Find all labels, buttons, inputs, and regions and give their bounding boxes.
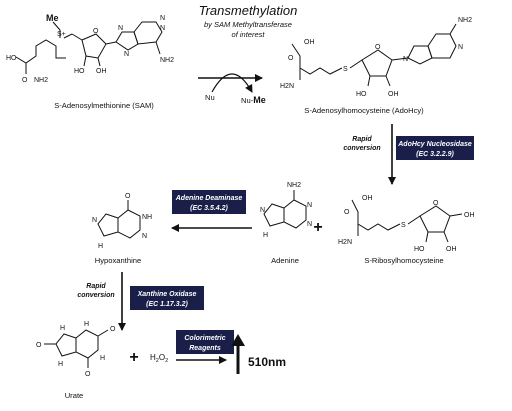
h2o2-label: H2O2	[150, 353, 168, 364]
h2o2-sub2: 2	[165, 358, 168, 364]
ribosyl-label: S-Ribosylhomocysteine	[364, 256, 443, 265]
adohcy-oh-atom: OH	[304, 39, 315, 46]
adohcy-h2n-atom: H2N	[280, 83, 294, 90]
nu-me-label: Nu-Me	[241, 95, 266, 105]
urate-h2-atom: H	[84, 321, 89, 328]
oxidase-line1: Xanthine Oxidase	[137, 291, 197, 298]
plus-1: +	[313, 219, 322, 236]
ribosyl-ho-atom: HO	[414, 246, 425, 253]
adohcy-structure	[291, 23, 457, 87]
rapid-2-line2: conversion	[77, 292, 114, 299]
adenine-structure	[263, 190, 307, 229]
sam-oh-atom: OH	[96, 68, 107, 75]
nucleosidase-line2: (EC 3.2.2.9)	[416, 151, 454, 158]
adohcy-n2-atom: N	[458, 44, 463, 51]
ribosyl-s-atom: S	[401, 222, 406, 229]
ribosyl-structure	[351, 199, 463, 243]
hypoxanthine-o-atom: O	[125, 193, 131, 200]
sam-n4-atom: N	[160, 15, 165, 22]
urate-h3-atom: H	[58, 361, 63, 368]
ribosyl-oh3-atom: OH	[446, 246, 457, 253]
ribosyl-oh-atom: OH	[362, 195, 373, 202]
deaminase-box	[172, 190, 246, 214]
urate-o3-atom: O	[85, 371, 91, 378]
rapid-1-line2: conversion	[343, 145, 380, 152]
hypoxanthine-h-atom: H	[98, 243, 103, 250]
deaminase-line1: Adenine Deaminase	[175, 195, 243, 202]
adenine-n2-atom: N	[307, 202, 312, 209]
hypoxanthine-label: Hypoxanthine	[95, 256, 141, 265]
h2o2-o: O	[159, 353, 165, 362]
readout-label: 510nm	[248, 355, 286, 369]
sam-structure	[15, 21, 163, 74]
header-subtitle-1: by SAM Methyltransferase	[204, 20, 292, 29]
h2o2-sub1: 2	[156, 358, 159, 364]
oxidase-line2: (EC 1.17.3.2)	[146, 301, 188, 308]
hypoxanthine-nh-atom: NH	[142, 214, 152, 221]
sam-o-atom: O	[22, 77, 28, 84]
urate-label: Urate	[65, 391, 84, 400]
adohcy-ho-atom: HO	[356, 91, 367, 98]
adohcy-s-atom: S	[343, 66, 348, 73]
nu-me-suffix: Me	[253, 95, 266, 105]
nu-label: Nu	[205, 93, 215, 102]
colorimetric-box	[176, 330, 234, 354]
sam-me-label: Me	[46, 13, 59, 23]
hypoxanthine-n2-atom: N	[142, 233, 147, 240]
sam-nh2b-atom: NH2	[160, 57, 174, 64]
ribosyl-ring-o-atom: O	[433, 200, 439, 207]
nucleosidase-line1: AdoHcy Nucleosidase	[397, 141, 472, 148]
oxidase-box	[130, 286, 204, 310]
ribosyl-h2n-atom: H2N	[338, 239, 352, 246]
adenine-h-atom: H	[263, 232, 268, 239]
urate-h1-atom: H	[60, 325, 65, 332]
signal-up-arrowhead	[231, 334, 245, 346]
urate-h4-atom: H	[100, 355, 105, 362]
nucleosidase-box	[396, 136, 474, 160]
colorimetric-line2: Reagents	[189, 345, 221, 352]
header-subtitle-2: of interest	[232, 30, 266, 39]
urate-o2-atom: O	[110, 326, 116, 333]
adohcy-o-atom: O	[288, 55, 294, 62]
sam-splus-atom: S+	[57, 31, 66, 38]
colorimetric-line1: Colorimetric	[184, 335, 225, 342]
sam-label: S-Adenosylmethionine (SAM)	[54, 101, 154, 110]
adenine-n3-atom: N	[307, 221, 312, 228]
sam-ring-o-atom: O	[93, 28, 99, 35]
h2o2-h: H	[150, 353, 156, 362]
deaminase-line2: (EC 3.5.4.2)	[190, 205, 228, 212]
adohcy-nh2-atom: NH2	[458, 17, 472, 24]
methyl-curved-arrow	[211, 73, 253, 93]
urate-o1-atom: O	[36, 342, 42, 349]
ribosyl-o-atom: O	[344, 209, 350, 216]
adenine-label: Adenine	[271, 256, 299, 265]
sam-nh2-atom: NH2	[34, 77, 48, 84]
adohcy-label: S-Adenosylhomocysteine (AdoHcy)	[304, 106, 424, 115]
sam-ho-atom: HO	[6, 55, 17, 62]
urate-structure	[44, 329, 109, 368]
header-title: Transmethylation	[199, 3, 298, 18]
sam-n3-atom: N	[160, 25, 165, 32]
adohcy-ring-o-atom: O	[375, 44, 381, 51]
adenine-nh2-atom: NH2	[287, 182, 301, 189]
sam-n2-atom: N	[124, 51, 129, 58]
hypoxanthine-n-atom: N	[92, 217, 97, 224]
plus-2: +	[129, 349, 138, 366]
rapid-1-line1: Rapid	[352, 136, 372, 143]
adohcy-oh2-atom: OH	[388, 91, 399, 98]
adenine-n-atom: N	[260, 207, 265, 214]
nu-me-prefix: Nu-	[241, 96, 254, 105]
sam-ho2-atom: HO	[74, 68, 85, 75]
ribosyl-oh2-atom: OH	[464, 212, 475, 219]
sam-n1-atom: N	[118, 25, 123, 32]
rapid-2-line1: Rapid	[86, 283, 106, 290]
adohcy-n1-atom: N	[403, 56, 408, 63]
hypoxanthine-structure	[97, 200, 141, 239]
